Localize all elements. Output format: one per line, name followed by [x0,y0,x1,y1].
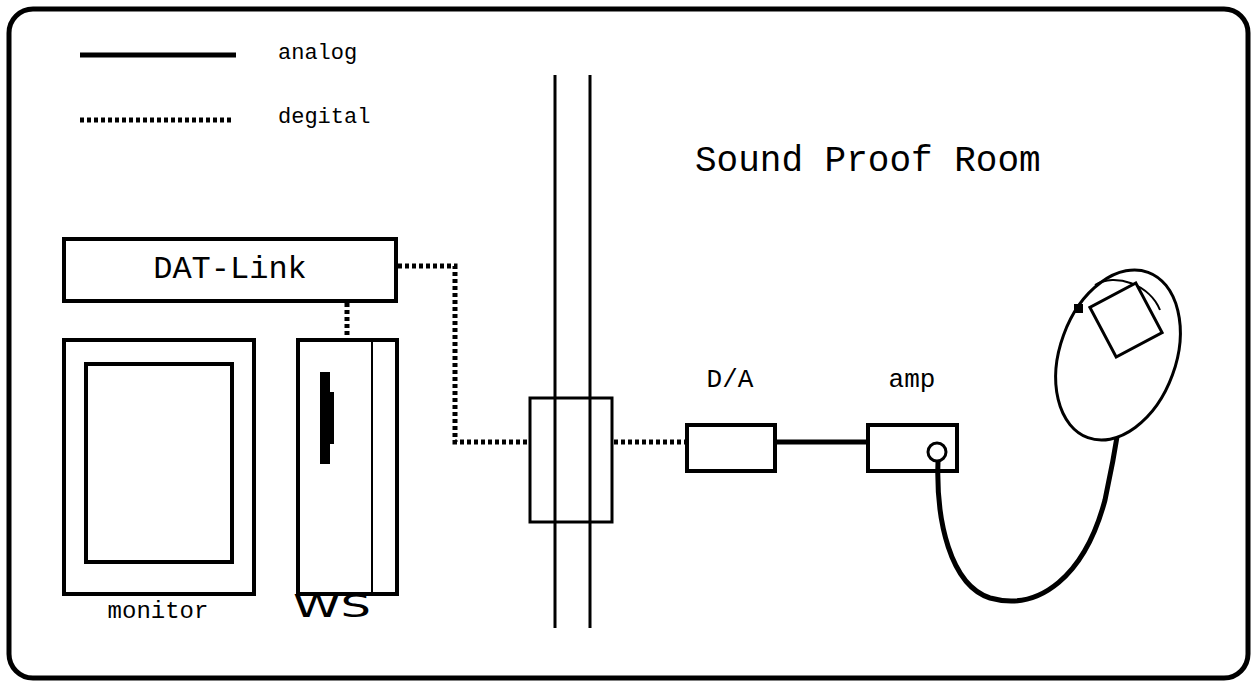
ear-mark [1074,304,1083,313]
outer-frame [9,9,1248,678]
wall-line [554,398,557,522]
ws-panel-line [371,342,373,592]
device-label: amp [889,366,936,395]
amp-jack [928,443,946,461]
digital-link [345,303,350,338]
device-label: WS [293,589,371,624]
legend-text: analog [278,42,357,66]
wall-line [589,75,592,628]
device-label: D/A [707,366,754,395]
legend-text: degital [278,106,370,130]
ws-drive-slot [328,392,334,444]
earphone-body [1090,283,1162,357]
analog-link [777,440,866,445]
device-box: DAT-Link [62,237,398,303]
legend-sample-dotted [80,118,232,123]
wall-line [589,398,592,522]
wall-feedthrough [530,398,612,522]
device-label: DAT-Link [153,252,307,287]
room-label: Sound Proof Room [695,142,1041,182]
device-box [296,338,399,596]
monitor-screen [86,364,232,562]
device-box [62,338,256,596]
device-box [685,423,777,473]
ear-outline [1033,252,1202,457]
device-label: monitor [108,599,209,625]
device-box [866,423,959,473]
legend-sample-solid [80,53,236,58]
wall-line [554,75,557,628]
